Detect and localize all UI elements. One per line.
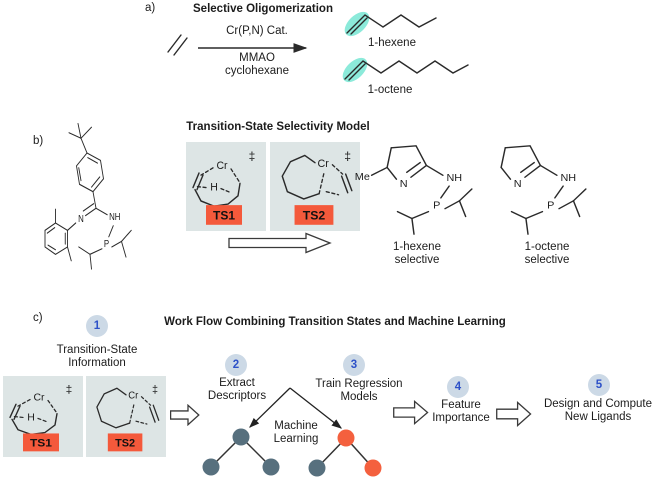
step-label-line1: Design and Compute xyxy=(543,398,653,410)
ts1-tag: TS1 xyxy=(30,437,53,450)
vinyl-highlight xyxy=(342,57,368,83)
cr-atom-label: Cr xyxy=(128,390,139,401)
step-circle-2: 2 xyxy=(225,354,247,376)
ts1-tag: TS1 xyxy=(213,208,235,222)
hexene-selective-structure: N Me NH P xyxy=(355,145,473,235)
nh-atom-label: NH xyxy=(446,172,462,184)
dagger-symbol: ‡ xyxy=(344,150,351,164)
p-atom-label: P xyxy=(104,238,109,249)
tree-leaf-1 xyxy=(202,458,220,476)
ts1-tag-box xyxy=(23,433,59,452)
workflow-arrow-1 xyxy=(170,404,200,426)
hexene-label: 1-hexene xyxy=(368,37,416,49)
p-atom-label: P xyxy=(547,200,554,212)
reaction-arrow xyxy=(198,43,308,53)
ts2-tag-box xyxy=(107,433,143,452)
condition1-text: MMAO xyxy=(239,52,275,64)
step-label-line1: Extract xyxy=(219,377,255,389)
ts2-tag-box xyxy=(294,205,334,225)
ethylene-structure xyxy=(167,34,188,56)
cr-atom-label: Cr xyxy=(216,160,228,172)
nh-atom-label: NH xyxy=(560,172,576,184)
step-circle-1: 1 xyxy=(86,315,108,337)
ts1-structure: ‡ Cr H TS1 xyxy=(192,149,256,225)
ml-label-line1: Machine xyxy=(274,420,318,432)
step-label-line2: Descriptors xyxy=(207,390,267,402)
ts1-tag-box xyxy=(206,205,242,225)
step-circle-4: 4 xyxy=(447,376,469,398)
step-label-line1: Feature xyxy=(441,399,481,411)
p-atom-label: P xyxy=(433,200,440,212)
tree-leaf-3 xyxy=(308,459,326,477)
ts2-box-c: ‡ Cr TS2 xyxy=(86,376,166,457)
panel-c-label: c) xyxy=(33,312,43,324)
cr-atom-label: Cr xyxy=(318,158,330,170)
ts2-structure: ‡ Cr TS2 xyxy=(96,384,160,452)
step-label-line1: Train Regression xyxy=(315,378,403,390)
workflow-arrow-3 xyxy=(496,401,532,427)
step-label-line2: Information xyxy=(68,357,126,369)
octene-selective-structure: N NH P xyxy=(500,145,587,235)
dagger-symbol: ‡ xyxy=(66,383,73,396)
cr-atom-label: Cr xyxy=(33,393,45,404)
panel-a-title: Selective Oligomerization xyxy=(193,3,333,15)
workflow-arrow-2 xyxy=(393,400,429,425)
n-atom-label: N xyxy=(78,213,84,224)
octene-selective-caption: 1-octene selective xyxy=(492,241,602,267)
tree-leaf-4 xyxy=(364,459,382,477)
step-label-4: Feature Importance xyxy=(418,399,504,425)
h-atom-label: H xyxy=(27,413,35,424)
step-label-5: Design and Compute New Ligands xyxy=(528,398,661,424)
caption-line2: selective xyxy=(394,254,440,266)
ts1-box-c: ‡ Cr H TS1 xyxy=(3,376,83,457)
step-circle-3: 3 xyxy=(343,354,365,376)
dagger-symbol: ‡ xyxy=(152,384,158,396)
octene-structure xyxy=(342,57,469,83)
ts2-structure: ‡ Cr TS2 xyxy=(281,150,353,225)
n-atom-label: N xyxy=(400,178,408,190)
ml-label-line2: Learning xyxy=(273,433,319,445)
condition2-text: cyclohexane xyxy=(225,65,289,77)
step-label-2: Extract Descriptors xyxy=(192,377,282,403)
catalyst-text: Cr(P,N) Cat. xyxy=(226,25,288,37)
machine-learning-label: Machine Learning xyxy=(253,420,339,446)
tree-node-right xyxy=(337,429,355,447)
caption-line1: 1-octene xyxy=(524,241,570,253)
nh-atom-label: NH xyxy=(109,211,120,222)
hexene-structure xyxy=(344,11,437,37)
ts2-box: ‡ Cr TS2 xyxy=(270,142,360,231)
step-label-line2: Models xyxy=(340,391,378,403)
decision-tree xyxy=(202,387,382,477)
panel-b-label: b) xyxy=(33,135,44,147)
step-label-1: Transition-State Information xyxy=(27,344,167,370)
tree-node-left xyxy=(232,428,250,446)
step-label-3: Train Regression Models xyxy=(300,378,418,404)
panel-b-title: Transition-State Selectivity Model xyxy=(186,121,370,133)
caption-line1: 1-hexene xyxy=(393,241,441,253)
ts1-structure: ‡ Cr H TS1 xyxy=(9,383,73,452)
ts1-box: ‡ Cr H TS1 xyxy=(186,142,266,231)
dagger-symbol: ‡ xyxy=(249,149,256,163)
tree-leaf-2 xyxy=(262,458,280,476)
octene-label: 1-octene xyxy=(367,84,413,96)
me-label: Me xyxy=(355,171,370,183)
caption-line2: selective xyxy=(524,254,570,266)
step-label-line2: Importance xyxy=(432,412,490,424)
implies-arrow xyxy=(228,232,332,254)
panel-a-label: a) xyxy=(145,2,156,14)
step-label-line2: New Ligands xyxy=(564,411,632,423)
h-atom-label: H xyxy=(210,181,218,193)
panel-c-title: Work Flow Combining Transition States an… xyxy=(164,316,506,328)
ts2-tag: TS2 xyxy=(303,209,326,223)
vinyl-highlight xyxy=(344,11,370,37)
step-circle-5: 5 xyxy=(588,374,610,396)
ts2-tag: TS2 xyxy=(115,437,135,449)
step-label-line1: Transition-State xyxy=(56,344,138,356)
hexene-selective-caption: 1-hexene selective xyxy=(362,241,472,267)
n-atom-label: N xyxy=(514,178,522,190)
ligand-structure: N NH P xyxy=(44,122,132,270)
